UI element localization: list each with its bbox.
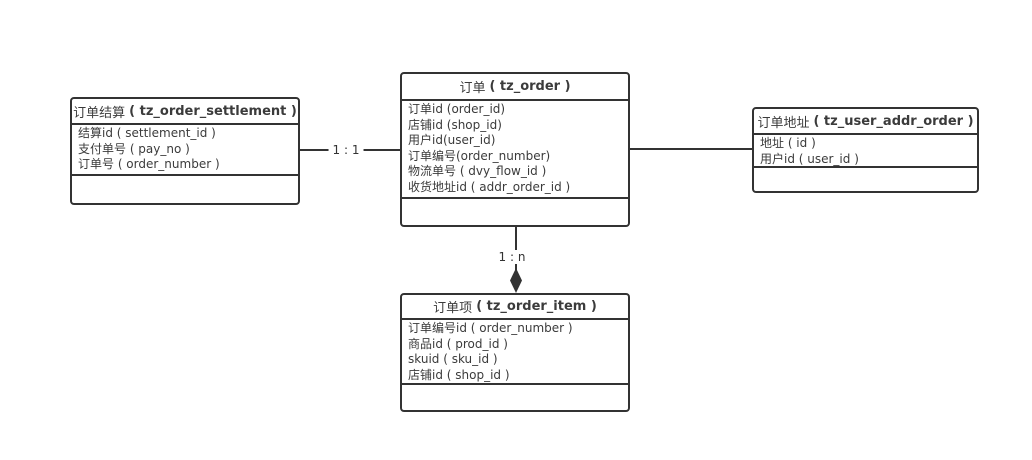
entity-title-en: ( tz_order_settlement ) [129, 103, 297, 119]
entity-field: 店铺id ( shop_id ) [408, 367, 510, 382]
entity-field: 用户id ( user_id ) [760, 151, 859, 166]
entity-field: 订单id (order_id) [408, 102, 506, 116]
entity-user-addr-order-fields: 地址 ( id ) 用户id ( user_id ) [754, 135, 977, 166]
entity-order-footer [402, 197, 628, 225]
entity-order-settlement-fields: 结算id ( settlement_id ) 支付单号 ( pay_no ) 订… [72, 125, 298, 174]
entity-field: 订单编号(order_number) [408, 148, 551, 163]
entity-order-item[interactable]: 订单项 ( tz_order_item ) 订单编号id ( order_num… [400, 293, 630, 412]
filled-diamond-arrowhead-icon [510, 268, 522, 293]
entity-field: 结算id ( settlement_id ) [78, 126, 216, 140]
entity-user-addr-order-footer [754, 166, 977, 191]
entity-order-item-footer [402, 383, 628, 410]
entity-field: 店铺id (shop_id) [408, 117, 502, 132]
entity-title-cn: 订单项 [433, 301, 473, 316]
entity-field: 订单编号id ( order_number ) [408, 321, 573, 335]
entity-order-item-title: 订单项 ( tz_order_item ) [402, 295, 628, 320]
entity-field: 收货地址id ( addr_order_id ) [408, 179, 571, 194]
entity-title-en: ( tz_order ) [489, 79, 571, 94]
entity-order-settlement[interactable]: 订单结算 ( tz_order_settlement ) 结算id ( sett… [70, 97, 300, 205]
entity-title-en: ( tz_user_addr_order ) [813, 113, 974, 129]
entity-order-title: 订单 ( tz_order ) [402, 74, 628, 101]
entity-field: 用户id(user_id) [408, 133, 496, 147]
entity-field: 订单号 ( order_number ) [78, 157, 220, 171]
entity-field: skuid ( sku_id ) [408, 352, 498, 366]
connector-order-item-label: 1 : n [495, 250, 529, 264]
entity-title-en: ( tz_order_item ) [476, 299, 597, 314]
entity-user-addr-order[interactable]: 订单地址 ( tz_user_addr_order ) 地址 ( id ) 用户… [752, 107, 979, 193]
entity-title-cn: 订单结算 [73, 105, 126, 121]
entity-field: 商品id ( prod_id ) [408, 336, 508, 351]
entity-order-fields: 订单id (order_id) 店铺id (shop_id) 用户id(user… [402, 101, 628, 197]
entity-order-item-fields: 订单编号id ( order_number ) 商品id ( prod_id )… [402, 320, 628, 383]
entity-order-settlement-footer [72, 174, 298, 203]
entity-order-settlement-title: 订单结算 ( tz_order_settlement ) [72, 99, 298, 125]
entity-field: 支付单号 ( pay_no ) [78, 141, 190, 156]
entity-title-cn: 订单 [459, 81, 486, 96]
entity-field: 物流单号 ( dvy_flow_id ) [408, 164, 547, 178]
connector-settlement-order-label: 1 : 1 [328, 143, 364, 157]
connector-order-addr[interactable] [630, 148, 752, 150]
entity-order[interactable]: 订单 ( tz_order ) 订单id (order_id) 店铺id (sh… [400, 72, 630, 227]
entity-field: 地址 ( id ) [760, 136, 816, 150]
connector-order-item[interactable] [515, 227, 517, 271]
entity-title-cn: 订单地址 [757, 115, 810, 131]
entity-user-addr-order-title: 订单地址 ( tz_user_addr_order ) [754, 109, 977, 135]
